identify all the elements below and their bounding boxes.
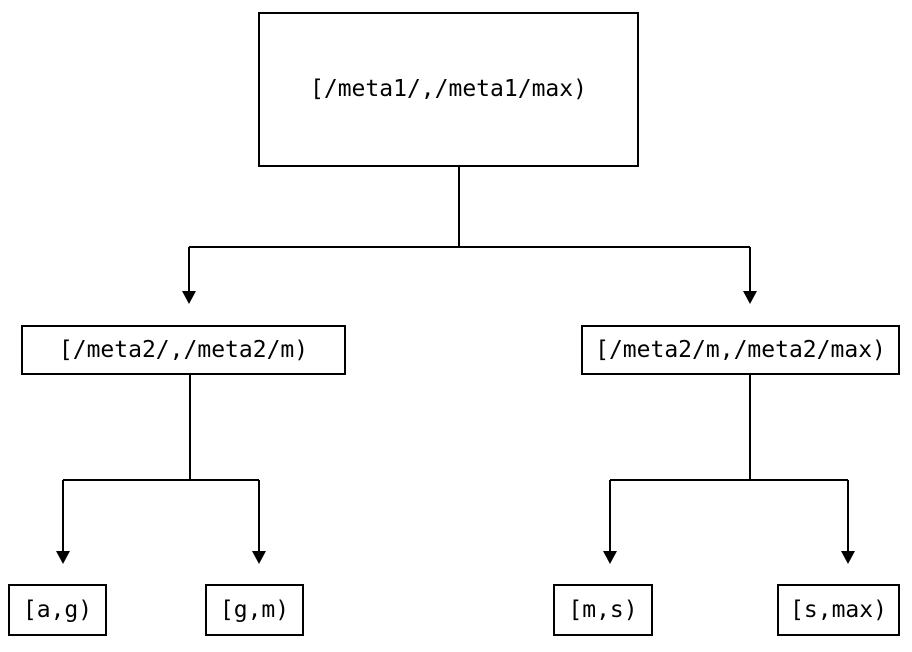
arrowhead-leaf-2 <box>252 551 266 564</box>
tree-node-root[interactable]: [/meta1/,/meta1/max) <box>258 12 639 167</box>
tree-node-mid-right[interactable]: [/meta2/m,/meta2/max) <box>581 325 900 375</box>
tree-node-leaf-m-s[interactable]: [m,s) <box>553 584 653 636</box>
arrowhead-mid-right <box>743 291 757 304</box>
arrowhead-leaf-4 <box>841 551 855 564</box>
arrowhead-leaf-3 <box>603 551 617 564</box>
tree-node-leaf-s-max[interactable]: [s,max) <box>777 584 900 636</box>
tree-node-leaf-a-g[interactable]: [a,g) <box>8 584 107 636</box>
tree-node-leaf-g-m[interactable]: [g,m) <box>205 584 304 636</box>
arrowhead-leaf-1 <box>56 551 70 564</box>
tree-node-mid-left[interactable]: [/meta2/,/meta2/m) <box>21 325 346 375</box>
arrowhead-mid-left <box>182 291 196 304</box>
